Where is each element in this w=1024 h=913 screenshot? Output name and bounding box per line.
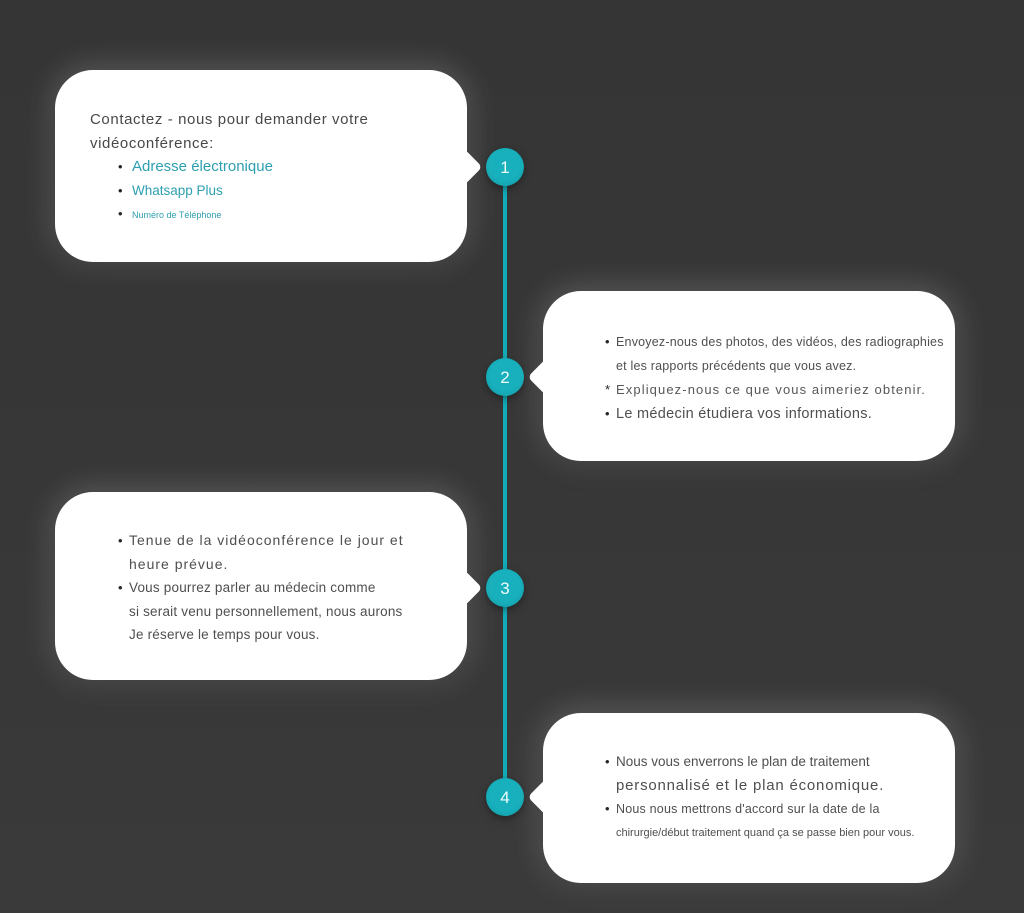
node-number: 2 (500, 367, 510, 387)
card-text-line: Je réserve le temps pour vous. (118, 623, 445, 647)
card-text: Vous pourrez parler au médecin comme (129, 580, 376, 595)
card-text: et les rapports précédents que vous avez… (616, 358, 857, 373)
card-text-line: • Nous vous enverrons le plan de traitem… (605, 750, 933, 774)
card-text: si serait venu personnellement, nous aur… (129, 603, 403, 619)
card-text: Nous nous mettrons d'accord sur la date … (616, 802, 880, 816)
whatsapp-link[interactable]: Whatsapp Plus (132, 182, 223, 198)
card-text-line: si serait venu personnellement, nous aur… (118, 600, 445, 624)
card-text: Le médecin étudiera vos informations. (616, 405, 873, 422)
card-text-line: • Nous nous mettrons d'accord sur la dat… (605, 797, 933, 822)
bullet-marker: • (605, 801, 610, 816)
card-text: chirurgie/début traitement quand ça se p… (616, 826, 915, 839)
card-text-line: • Vous pourrez parler au médecin comme (118, 576, 445, 600)
card-text: Tenue de la vidéoconférence le jour et (129, 532, 404, 548)
contact-option-row: • Whatsapp Plus (118, 179, 441, 203)
bullet-marker: • (605, 754, 610, 769)
card-text: heure prévue. (129, 555, 229, 572)
card-text-line: chirurgie/début traitement quand ça se p… (605, 822, 933, 846)
card-pointer-right (445, 569, 483, 607)
card-text: Envoyez-nous des photos, des vidéos, des… (616, 335, 944, 349)
timeline-connector-line (503, 167, 507, 797)
card-text: Nous vous enverrons le plan de traitemen… (616, 754, 870, 769)
step-4-card: • Nous vous enverrons le plan de traitem… (527, 713, 955, 883)
contact-option-row: • Adresse électronique (118, 155, 441, 179)
node-number: 4 (500, 787, 510, 807)
bullet-marker: • (118, 182, 123, 198)
phone-link[interactable]: Numéro de Téléphone (132, 210, 222, 220)
email-link[interactable]: Adresse électronique (132, 158, 273, 175)
card-text-line: • Tenue de la vidéoconférence le jour et (118, 529, 445, 553)
step-2-card: • Envoyez-nous des photos, des vidéos, d… (527, 291, 955, 461)
bullet-marker: • (118, 533, 124, 548)
bullet-marker: • (118, 580, 123, 595)
card-text-line: • Envoyez-nous des photos, des vidéos, d… (605, 330, 943, 355)
bullet-marker: • (605, 334, 610, 349)
card-text-line: personnalisé et le plan économique. (605, 774, 933, 798)
card-title-line: vidéoconférence: (90, 134, 214, 152)
card-text: Je réserve le temps pour vous. (129, 627, 320, 642)
bullet-marker: • (118, 159, 123, 174)
step-3-card: • Tenue de la vidéoconférence le jour et… (55, 492, 483, 680)
card-text: Expliquez-nous ce que vous aimeriez obte… (616, 382, 926, 397)
card-pointer-left (527, 358, 565, 396)
bullet-marker: • (605, 405, 610, 421)
node-number: 1 (500, 157, 510, 177)
bullet-marker: • (118, 206, 123, 221)
card-text: personnalisé et le plan économique. (616, 776, 885, 794)
timeline-node-3: 3 (486, 569, 524, 607)
asterisk-marker: * (605, 382, 612, 397)
card-text-line: et les rapports précédents que vous avez… (605, 355, 933, 379)
card-text-line: * Expliquez-nous ce que vous aimeriez ob… (605, 378, 933, 402)
timeline-node-2: 2 (486, 358, 524, 396)
card-pointer-right (445, 148, 483, 186)
card-text-line: heure prévue. (118, 553, 445, 577)
card-pointer-left (527, 778, 565, 816)
node-number: 3 (500, 578, 510, 598)
contact-option-row: • Numéro de Téléphone (118, 202, 441, 228)
card-text-line: • Le médecin étudiera vos informations. (605, 402, 933, 427)
step-1-card: Contactez - nous pour demander votre vid… (55, 70, 483, 262)
timeline-node-1: 1 (486, 148, 524, 186)
timeline-node-4: 4 (486, 778, 524, 816)
card-title-line: Contactez - nous pour demander votre (90, 111, 369, 128)
